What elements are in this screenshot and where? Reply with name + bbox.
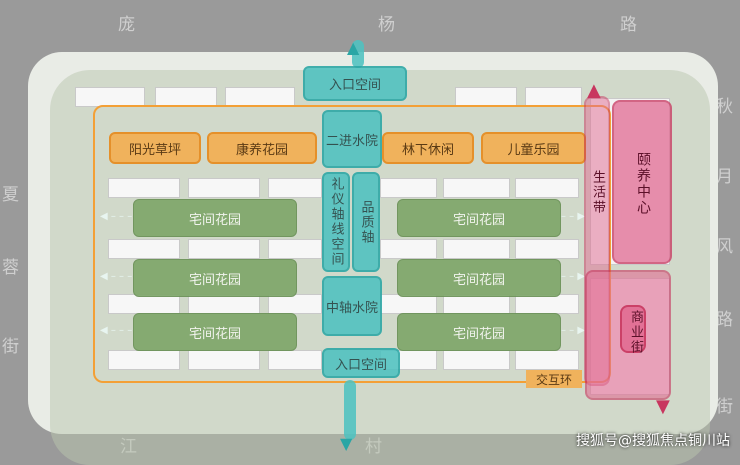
arrow-right-icon: – – ▶ (561, 325, 586, 336)
building (455, 87, 517, 107)
zone-quality-axis: 品质轴 (352, 172, 380, 272)
zone-middle-water-court: 中轴水院 (322, 276, 382, 336)
zone-commercial-street (620, 305, 646, 353)
building (515, 178, 579, 198)
building (443, 239, 510, 259)
building (443, 178, 510, 198)
arrow-left-icon: ◀ – – – (100, 271, 133, 282)
building (108, 178, 180, 198)
street-label-right-4: 路 (716, 310, 733, 330)
zone-ceremonial-axis: 礼仪轴线空间 (322, 172, 350, 272)
street-label-right-2: 月 (716, 167, 733, 187)
arrow-right-icon: – – ▶ (561, 271, 586, 282)
axis-arrow-top (352, 40, 364, 68)
zone-water-court-2-label: 二进水院 (325, 133, 378, 149)
zone-home-garden: 宅间花园 (133, 313, 297, 351)
building (380, 178, 437, 198)
arrow-left-icon: ◀ – – – (100, 325, 133, 336)
building (155, 87, 217, 107)
street-label-right-1: 秋 (716, 97, 733, 117)
street-label-top-2: 杨 (378, 15, 395, 35)
zone-wellness-garden: 康养花园 (207, 132, 317, 164)
building (225, 87, 295, 107)
building (525, 87, 582, 107)
zone-sunny-lawn: 阳光草坪 (109, 132, 201, 164)
axis-arrow-bottom (344, 380, 356, 440)
arrow-up-icon: ▲ (347, 38, 360, 57)
building (108, 239, 180, 259)
zone-forest-leisure: 林下休闲 (382, 132, 474, 164)
zone-home-garden: 宅间花园 (133, 199, 297, 237)
zone-commercial-street-label: 商业街 (628, 310, 643, 355)
arrow-right-icon: – – ▶ (561, 211, 586, 222)
street-label-top-3: 路 (620, 15, 637, 35)
zone-home-garden: 宅间花园 (133, 259, 297, 297)
building (268, 350, 322, 370)
building (188, 239, 260, 259)
building (188, 178, 260, 198)
arrow-up-icon: ▲ (587, 80, 601, 101)
building (268, 239, 322, 259)
zone-kids-garden: 儿童乐园 (481, 132, 586, 164)
zone-life-belt: 生活带 (590, 170, 605, 215)
zone-entrance-bottom: 入口空间 (322, 348, 400, 378)
street-label-right-3: 风 (716, 237, 733, 257)
street-label-top-1: 庞 (118, 15, 135, 35)
zone-care-center-label: 颐养中心 (635, 152, 651, 216)
street-label-left-2: 蓉 (2, 258, 19, 278)
building (515, 239, 579, 259)
interaction-ring-label: 交互环 (526, 370, 582, 388)
arrow-down-icon: ▼ (340, 434, 353, 453)
street-label-left-1: 夏 (2, 185, 19, 205)
building (268, 178, 322, 198)
zone-home-garden: 宅间花园 (397, 313, 561, 351)
zone-entrance-top: 入口空间 (303, 66, 407, 101)
zone-care-center (612, 100, 672, 264)
zone-home-garden: 宅间花园 (397, 199, 561, 237)
watermark: 搜狐号@搜狐焦点铜川站 (576, 433, 730, 449)
building (75, 87, 145, 107)
zone-water-court-2: 二进水院 (322, 110, 382, 168)
zone-home-garden: 宅间花园 (397, 259, 561, 297)
arrow-down-icon: ▼ (656, 396, 670, 417)
building (380, 239, 437, 259)
street-label-right-5: 街 (716, 397, 733, 417)
street-label-left-3: 街 (2, 337, 19, 357)
arrow-left-icon: ◀ – – – (100, 211, 133, 222)
